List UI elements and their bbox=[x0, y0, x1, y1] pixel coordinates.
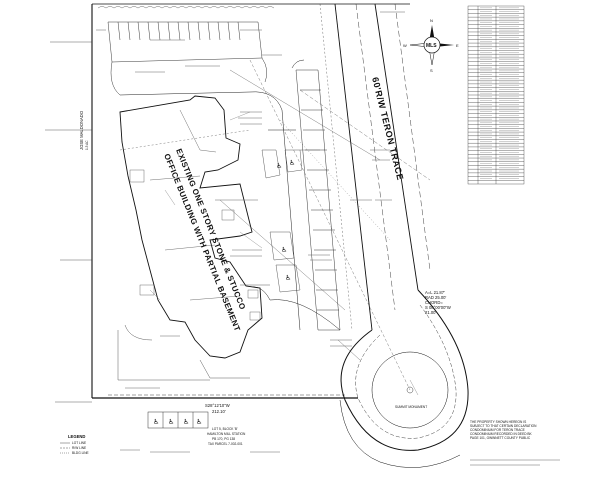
legend-item-2: R/W LINE bbox=[72, 446, 86, 450]
leader-lines bbox=[149, 111, 419, 396]
bottom-lot: LOT 5, BLOCK 'B' bbox=[212, 427, 238, 431]
building-interior bbox=[129, 109, 261, 321]
cul-de-sac bbox=[339, 289, 469, 468]
legend-lines bbox=[60, 442, 70, 454]
tree-line bbox=[97, 6, 275, 9]
left-adjoiner-name: JOSE MALDONADO bbox=[79, 110, 84, 150]
accessible-parking bbox=[147, 411, 209, 429]
bottom-bearing: S28°12'10"W bbox=[205, 403, 230, 408]
left-adjoiner-area: 1.3 AC bbox=[85, 140, 89, 150]
note-line3: CONDOMINIUM FOR TERON TRACE bbox=[470, 428, 525, 432]
north-arrow-n: N bbox=[430, 18, 433, 23]
bottom-tax-parcel: TAX PARCEL 7-002-001 bbox=[208, 442, 243, 446]
building-footprint bbox=[119, 95, 263, 359]
svg-text:♿: ♿ bbox=[183, 418, 189, 426]
svg-text:♿: ♿ bbox=[196, 418, 202, 426]
svg-text:♿: ♿ bbox=[276, 162, 282, 170]
cul-de-sac-label: SUMMIT MONUMENT bbox=[395, 405, 427, 409]
coordinate-table bbox=[467, 5, 525, 185]
survey-lines bbox=[119, 59, 431, 391]
bottom-plat-book: PB 170, PG 138 bbox=[212, 437, 235, 441]
note-line5: PAGE 101, GWINNETT COUNTY PUBLIC bbox=[470, 436, 531, 440]
bottom-subdivision: HAMILTON MILL STATION bbox=[207, 432, 246, 436]
north-arrow-label: MLS bbox=[426, 43, 437, 49]
handicap-symbols: ♿ ♿ ♿ ♿ ♿ ♿ ♿ ♿ bbox=[153, 159, 295, 426]
svg-text:♿: ♿ bbox=[153, 418, 159, 426]
north-arrow bbox=[409, 25, 454, 66]
svg-text:♿: ♿ bbox=[168, 418, 174, 426]
curve-distance: 21.00' bbox=[425, 310, 436, 315]
curve-bearing: S 08°00'00"W bbox=[425, 305, 451, 310]
property-boundary bbox=[91, 3, 410, 399]
note-line2: SUBJECT TO THAT CERTAIN DECLARATION bbox=[470, 424, 537, 428]
walkways bbox=[117, 149, 303, 381]
north-arrow-e: E bbox=[456, 43, 459, 48]
minor-annotations bbox=[96, 11, 560, 466]
svg-text:♿: ♿ bbox=[289, 159, 295, 167]
north-arrow-s: S bbox=[430, 68, 433, 73]
north-arrow-w: W bbox=[403, 43, 407, 48]
curve-chord: CHORD= bbox=[425, 300, 443, 305]
curve-arc-length: A=L 21.87' bbox=[425, 290, 445, 295]
road-right-of-way bbox=[319, 3, 431, 331]
legend-item-1: LOT LINE bbox=[72, 441, 86, 445]
curve-radius: RAD 25.00' bbox=[425, 295, 446, 300]
legend-title: LEGEND bbox=[68, 434, 85, 439]
top-parking-lot bbox=[107, 21, 268, 96]
bottom-distance: 212.10' bbox=[212, 409, 226, 414]
svg-text:♿: ♿ bbox=[281, 246, 287, 254]
left-adjoiner-marks bbox=[45, 41, 92, 403]
svg-text:♿: ♿ bbox=[285, 274, 291, 282]
legend-item-3: BLDG LINE bbox=[72, 451, 89, 455]
note-line1: THE PROPERTY SHOWN HEREON IS bbox=[470, 420, 526, 424]
note-line4: CONDOMINIUM RECORDED IN DEED BK bbox=[470, 432, 533, 436]
road-name-label: 60'R/W TERON TRACE bbox=[370, 76, 405, 181]
